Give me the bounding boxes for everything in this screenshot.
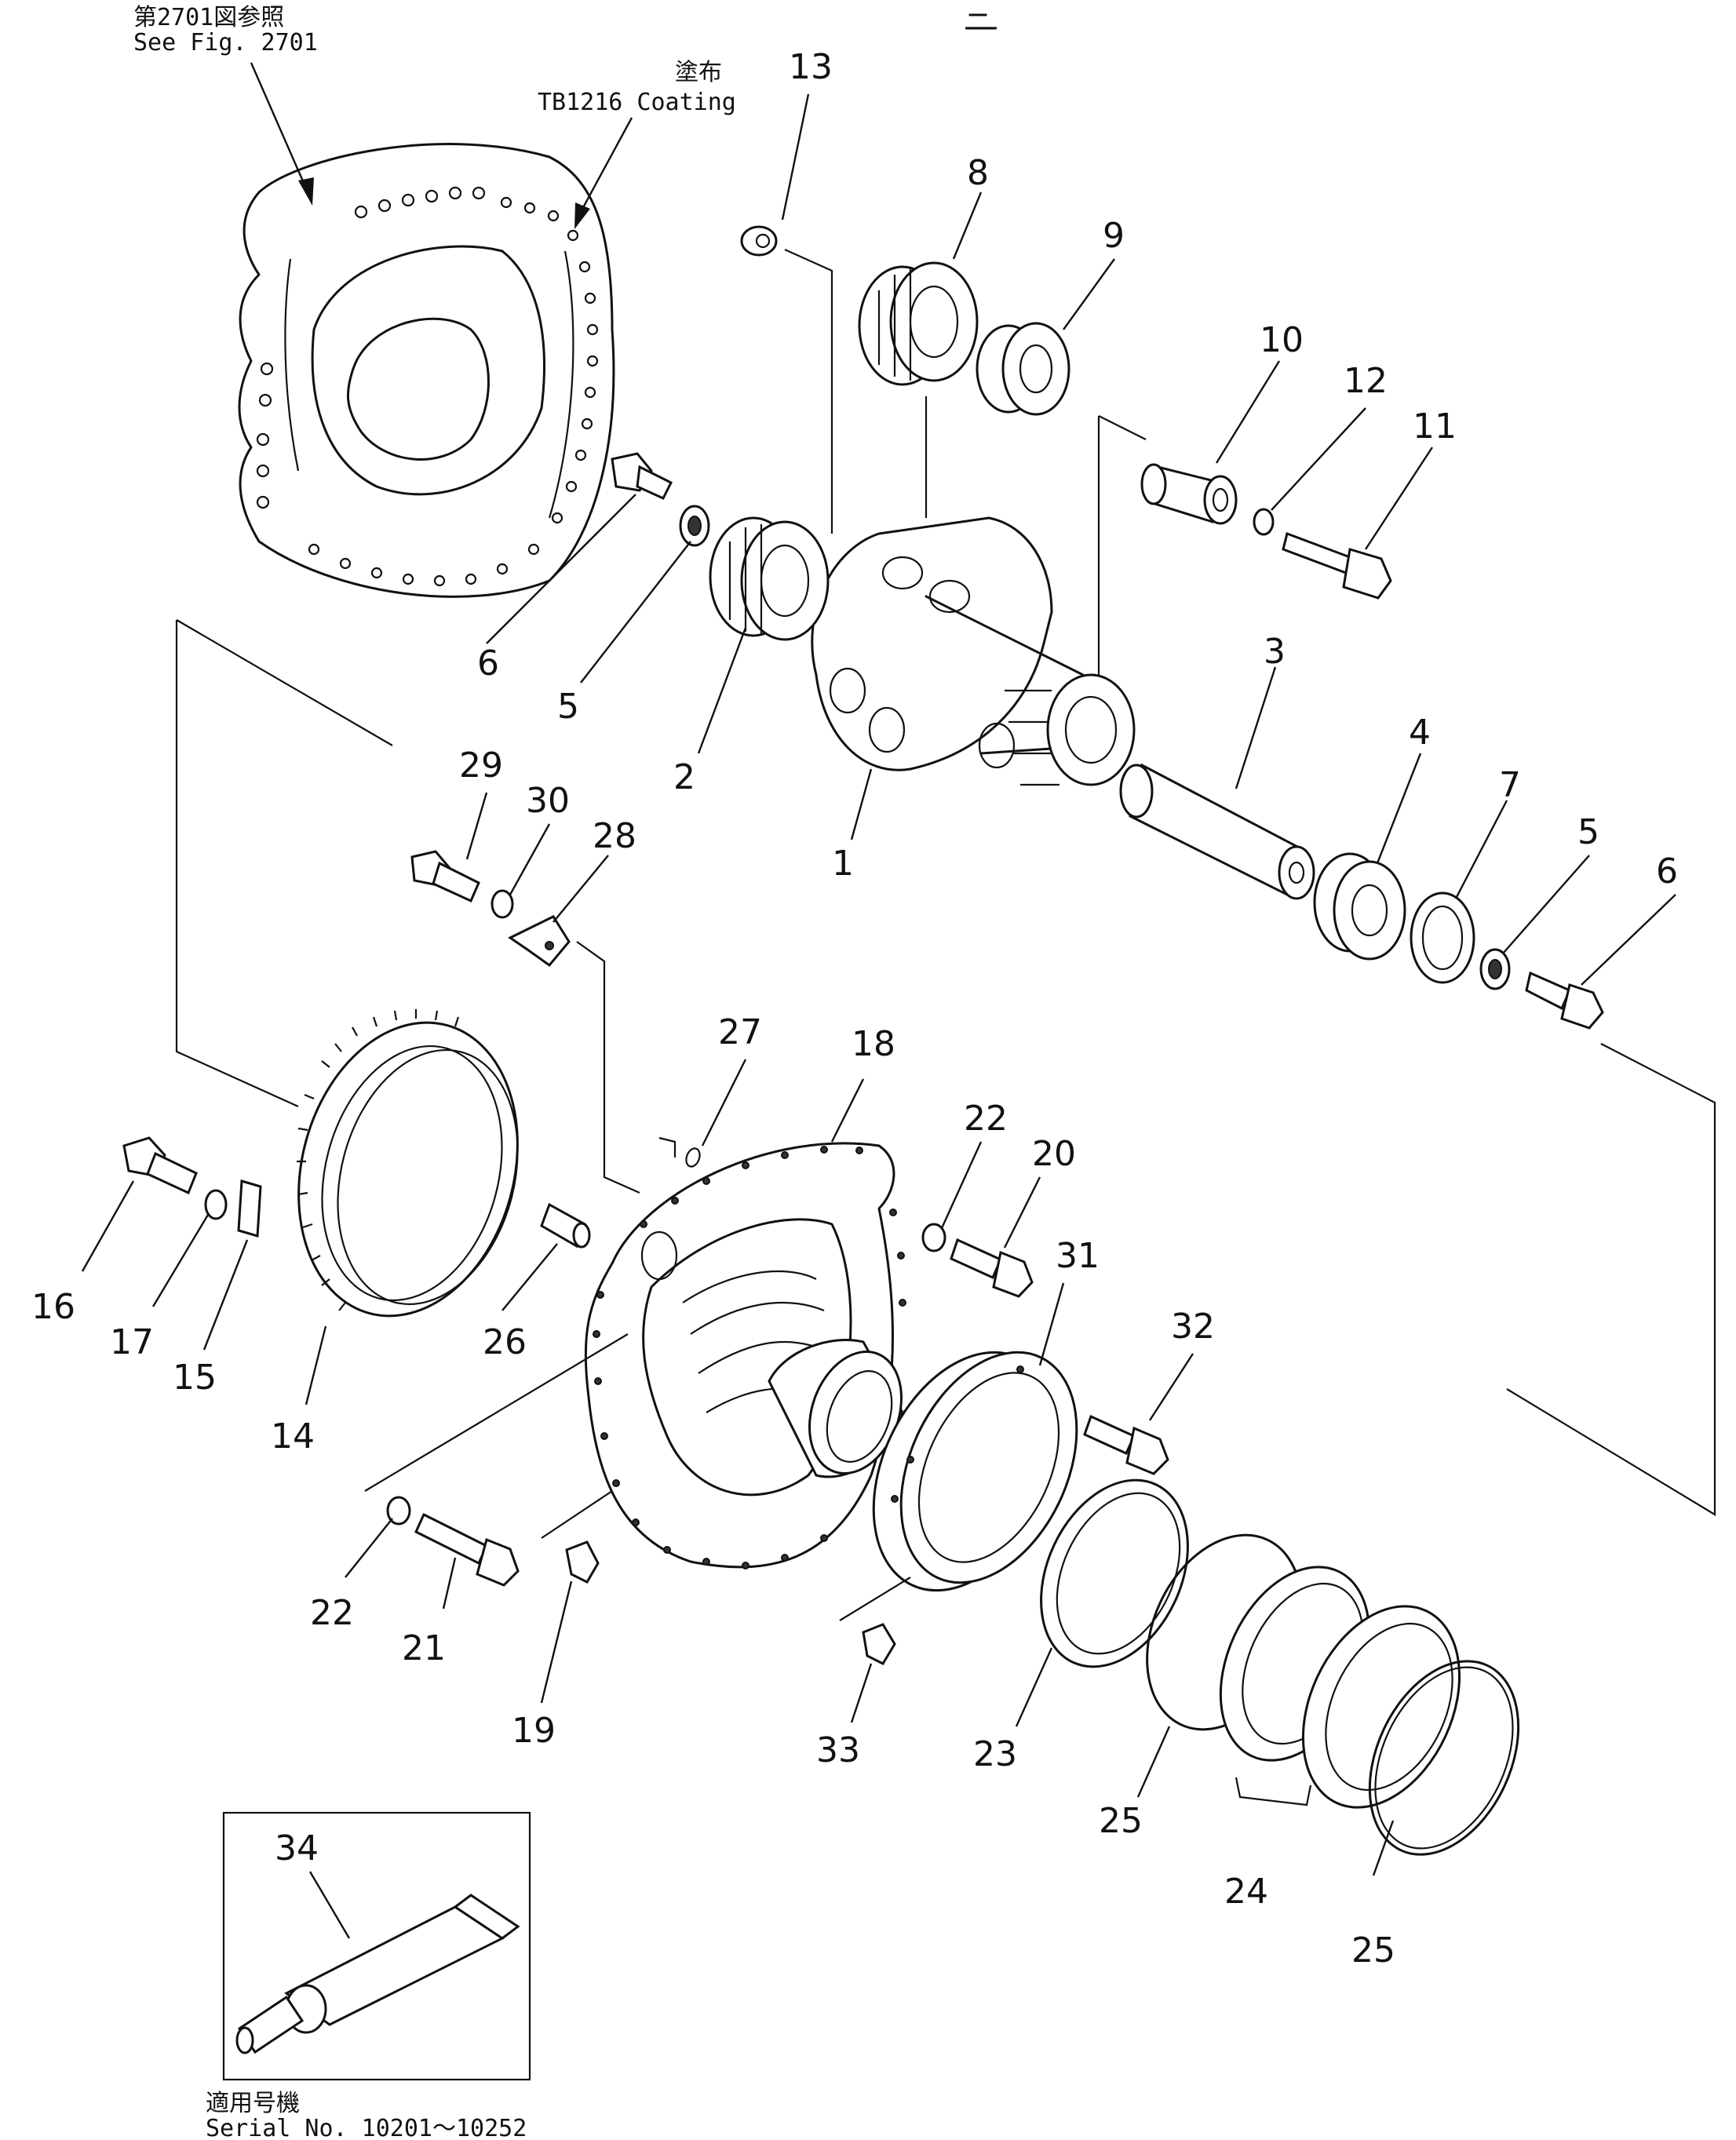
- plate-15-part: [237, 1179, 262, 1238]
- callout-26: 26: [483, 1322, 527, 1362]
- bolt-32-part: [1083, 1414, 1169, 1475]
- callout-2: 2: [673, 757, 695, 797]
- callout-31: 31: [1056, 1236, 1100, 1276]
- callout-27: 27: [718, 1012, 762, 1052]
- callout-9: 9: [1103, 216, 1125, 256]
- coating-tube-34-part: [235, 1894, 520, 2054]
- callout-numbers: 1 2 3 4 5 5 6 6 7 8 9 10 11 12 13 14 15 …: [31, 47, 1678, 1970]
- callout-7: 7: [1499, 765, 1521, 805]
- washer-5-right-part: [1479, 948, 1511, 990]
- seal-24-part: [1219, 1566, 1461, 1809]
- bolt-6-top-part: [611, 452, 673, 500]
- callout-32: 32: [1171, 1307, 1215, 1347]
- callout-8: 8: [967, 153, 989, 193]
- washer-30-part: [491, 889, 514, 919]
- bearing-4-part: [1313, 852, 1406, 961]
- bolt-29-part: [410, 850, 480, 903]
- washer-22-lower-part: [386, 1496, 411, 1526]
- callout-15: 15: [173, 1358, 217, 1398]
- callout-19: 19: [512, 1711, 556, 1751]
- top-mark-1: _: [968, 0, 987, 16]
- callout-20: 20: [1032, 1134, 1076, 1174]
- bearing-8-part: [858, 261, 979, 386]
- cover-31-part: [872, 1351, 1078, 1592]
- hub-18-part: [584, 1142, 906, 1569]
- callout-21: 21: [402, 1628, 446, 1668]
- carrier-part: [811, 516, 1136, 786]
- plug-33-part: [862, 1623, 896, 1665]
- leader-lines: [81, 93, 1676, 1876]
- top-mark-2: —: [964, 6, 998, 46]
- hub-bolt-holes: [593, 1146, 906, 1569]
- serial-jp-text: 適用号機: [206, 2090, 300, 2117]
- callout-30: 30: [526, 781, 570, 821]
- callout-1: 1: [832, 844, 854, 884]
- callout-14: 14: [271, 1416, 315, 1456]
- callout-11: 11: [1413, 406, 1457, 447]
- callout-5-right: 5: [1577, 812, 1599, 852]
- callout-17: 17: [110, 1322, 154, 1362]
- callout-28: 28: [593, 816, 636, 856]
- serial-en-text: Serial No. 10201～10252: [206, 2115, 527, 2140]
- bearing-9-part: [976, 322, 1070, 416]
- bearing-2-part: [709, 516, 830, 641]
- ref-arrow: [250, 62, 314, 206]
- ref-en-text: See Fig. 2701: [133, 29, 318, 57]
- callout-24: 24: [1224, 1872, 1268, 1912]
- ring-7-part: [1410, 891, 1475, 984]
- callout-13: 13: [789, 47, 833, 87]
- plug-27-part: [685, 1147, 701, 1168]
- callout-34: 34: [275, 1828, 319, 1868]
- callout-16: 16: [31, 1287, 75, 1327]
- callout-12: 12: [1344, 361, 1388, 401]
- shaft-3-part: [1119, 763, 1315, 900]
- callout-25-left: 25: [1099, 1801, 1143, 1841]
- washer-12-part: [1253, 508, 1275, 536]
- callout-4: 4: [1409, 713, 1431, 753]
- coating-en-text: TB1216 Coating: [538, 89, 736, 116]
- serial-inset: [222, 1811, 531, 2081]
- washer-22-upper-part: [921, 1223, 946, 1252]
- callout-29: 29: [459, 746, 503, 786]
- bolt-6-right-part: [1525, 971, 1604, 1030]
- bolt-16-part: [122, 1136, 198, 1195]
- plate-13-part: [740, 225, 778, 257]
- callout-23: 23: [973, 1734, 1017, 1774]
- callout-10: 10: [1260, 320, 1304, 360]
- callout-6-top: 6: [477, 643, 499, 684]
- callout-3: 3: [1264, 632, 1286, 672]
- guide-lines: [175, 248, 1716, 1806]
- callout-18: 18: [852, 1024, 895, 1064]
- callout-5-top: 5: [557, 687, 579, 727]
- plate-28-part: [508, 915, 571, 968]
- housing-part: [238, 143, 615, 598]
- coating-arrow: [574, 117, 633, 229]
- callout-22-upper: 22: [964, 1099, 1008, 1139]
- ring-gear-teeth: [297, 1009, 460, 1311]
- seal-23-part: [1040, 1478, 1189, 1668]
- pin-26-part: [540, 1202, 591, 1249]
- ring-gear-14-part: [297, 1009, 519, 1318]
- plug-19-part: [565, 1540, 600, 1584]
- ref-jp-text: 第2701図参照: [133, 4, 284, 31]
- bolt-11-part: [1282, 532, 1392, 600]
- callout-25-right: 25: [1351, 1930, 1395, 1970]
- callout-22-lower: 22: [310, 1593, 354, 1633]
- washer-5-top-part: [679, 505, 710, 547]
- housing-bolt-holes: [256, 186, 599, 587]
- callout-6-right: 6: [1656, 851, 1678, 891]
- bolt-20-part: [950, 1238, 1034, 1298]
- bush-10-part: [1140, 463, 1238, 525]
- callout-33: 33: [816, 1730, 860, 1770]
- bolt-21-part: [414, 1512, 520, 1587]
- ring-25-right-part: [1368, 1660, 1520, 1856]
- coating-jp-text: 塗布: [675, 59, 722, 86]
- washer-17-part: [204, 1189, 228, 1220]
